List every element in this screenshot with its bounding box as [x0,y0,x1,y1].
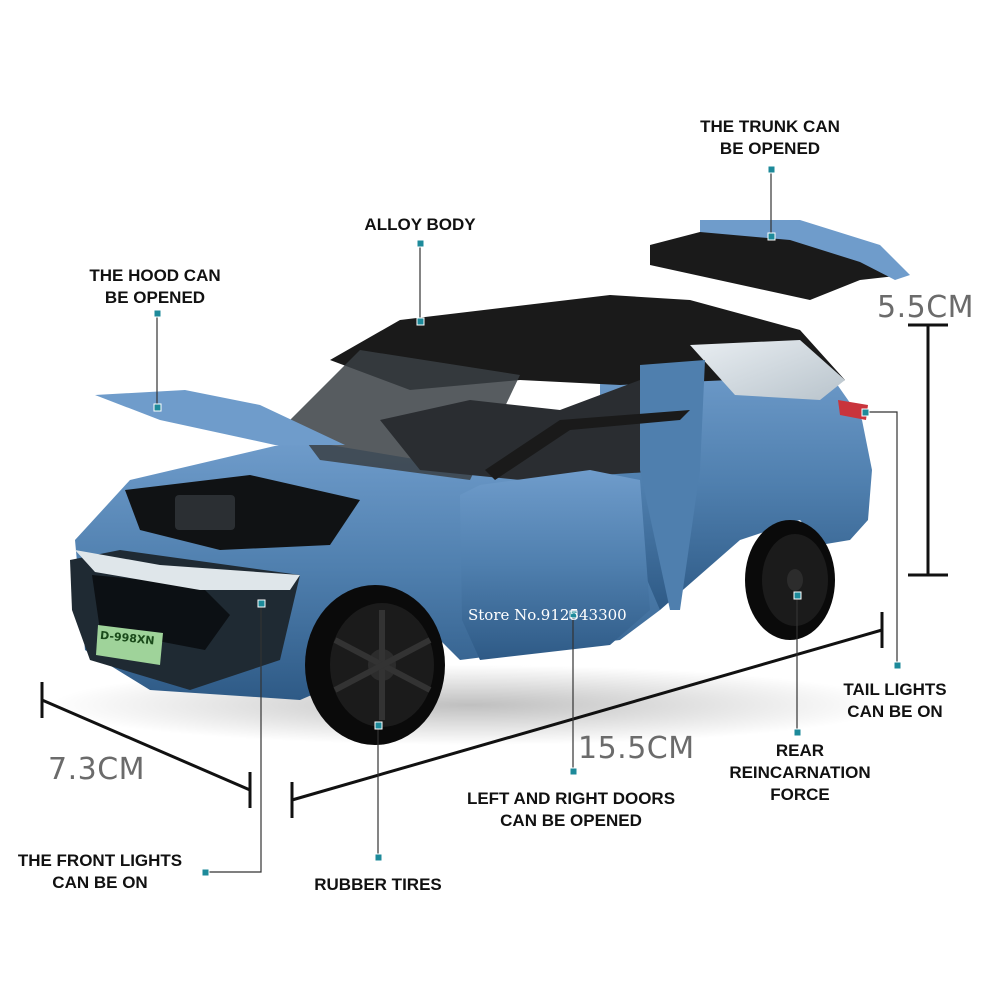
license-plate [96,625,163,665]
front-door-open [460,470,650,660]
doors-label: LEFT AND RIGHT DOORS CAN BE OPENED [466,789,676,830]
width-dimension-line [40,682,252,808]
length-dimension-label: 15.5CM [578,731,695,766]
engine-cover [175,495,235,530]
width-dimension-label: 7.3CM [48,752,146,787]
alloy-body-label: ALLOY BODY [364,215,476,234]
front-wheel [305,585,445,745]
rear-wheel [745,520,835,640]
rear-force-label: REAR REINCARNATION FORCE [729,741,871,804]
trunk-label: THE TRUNK CAN BE OPENED [700,117,840,158]
front-lights-label: THE FRONT LIGHTS CAN BE ON [17,851,183,892]
interior-seats [380,380,700,480]
rear-window [690,340,845,400]
store-watermark: Store No.912543300 [468,606,627,624]
length-dimension-line [290,612,884,818]
height-dimension-line [908,323,948,577]
height-dimension-label: 5.5CM [877,290,975,325]
engine-bay [125,475,360,550]
rubber-tires-label: RUBBER TIRES [314,875,442,894]
upper-door-frame [485,410,690,480]
headlight [75,550,300,590]
tail-lights-label: TAIL LIGHTS CAN BE ON [843,680,947,721]
rear-door-open [640,360,705,610]
leader-lines [156,170,898,873]
callout-markers [153,165,902,877]
trunk-lid-blue [700,220,910,280]
tail-light [838,400,868,420]
hood-label: THE HOOD CAN BE OPENED [89,266,221,307]
